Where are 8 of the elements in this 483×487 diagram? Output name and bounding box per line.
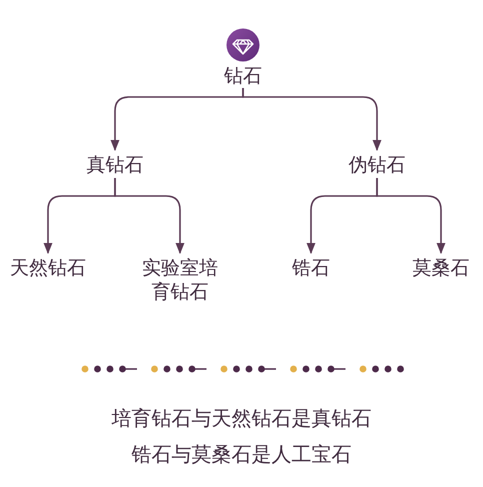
summary-text: 锆石与莫桑石是人工宝石 [132,441,352,467]
arrow [114,178,184,254]
arrow [376,178,446,254]
node-label: 莫桑石 [412,256,470,280]
arrow [242,88,382,152]
summary-text: 培育钻石与天然钻石是真钻石 [112,405,372,431]
node-label: 天然钻石 [10,256,86,280]
node-label: 真钻石 [86,153,144,177]
